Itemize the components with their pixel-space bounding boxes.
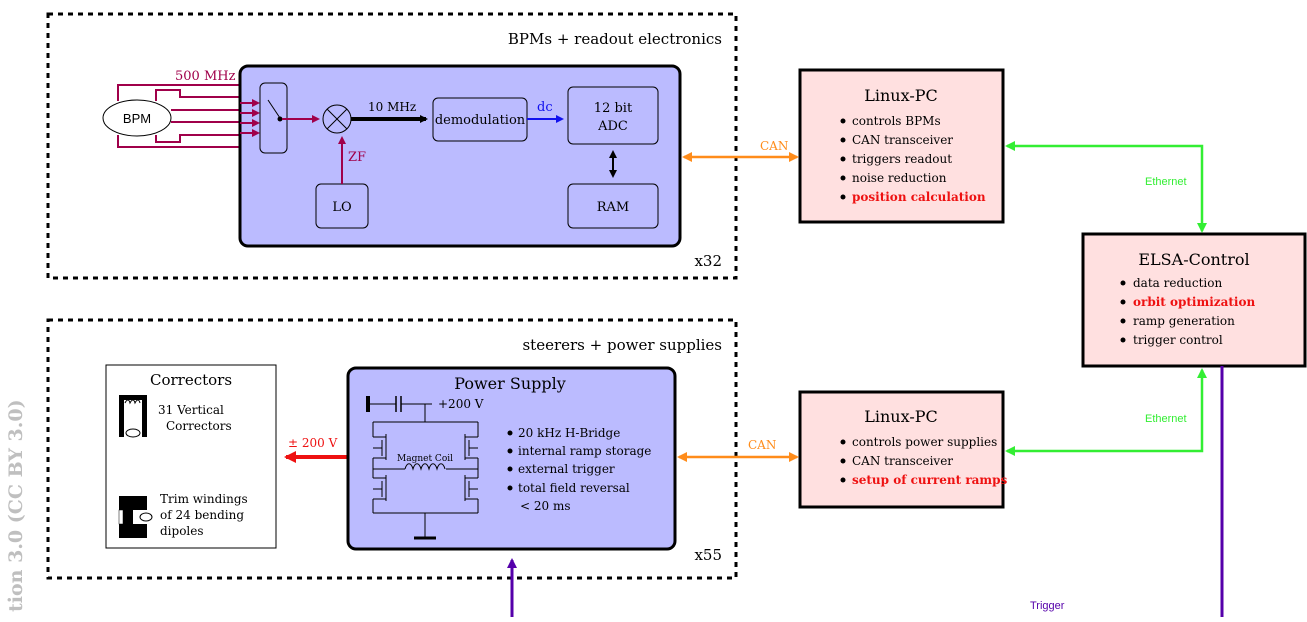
power-supply-features: 20 kHz H-Bridge internal ramp storage ex… (507, 426, 651, 513)
dc-label: dc (537, 100, 553, 115)
vertical-correctors-line1: 31 Vertical (158, 403, 224, 417)
power-supply-module (346, 366, 677, 551)
ram-label: RAM (597, 200, 630, 215)
steerer-group-title: steerers + power supplies (522, 336, 722, 354)
can-label-bottom: CAN (748, 438, 776, 452)
zf-label: ZF (348, 150, 366, 165)
ethernet-label-bottom: Ethernet (1145, 413, 1187, 425)
elsa-control-box (1081, 232, 1307, 368)
trigger-label: Trigger (1030, 600, 1065, 612)
linux-pc-ps-box (798, 390, 1005, 509)
can-label-top: CAN (760, 139, 788, 153)
adc-label-line1: 12 bit (594, 101, 633, 116)
bpm-label: BPM (123, 111, 151, 126)
steerer-group-border (46, 318, 738, 580)
ps-feature-4: total field reversal (518, 481, 630, 495)
linux-pc-bpm-item-2: CAN transceiver (852, 133, 953, 147)
linux-pc-bpm-box (798, 68, 1005, 224)
elsa-item-1: data reduction (1133, 276, 1222, 290)
rf-frequency-label: 500 MHz (175, 69, 236, 84)
bpm-group-border (46, 12, 738, 280)
elsa-item-3: trigger control (1133, 333, 1223, 347)
bpm-rf-cables (117, 84, 245, 148)
ethernet-label-top: Ethernet (1145, 176, 1187, 188)
trim-windings-line3: dipoles (160, 524, 204, 538)
ethernet-link-top (1005, 141, 1207, 233)
linux-pc-bpm-highlight: position calculation (852, 190, 986, 204)
elsa-control-title: ELSA-Control (1138, 250, 1249, 269)
linux-pc-bpm-item-3: triggers readout (852, 152, 952, 166)
mixer (322, 104, 352, 134)
trim-windings-line2: of 24 bending (160, 508, 244, 522)
elsa-highlight: orbit optimization (1133, 295, 1255, 309)
magnet-coil-label: Magnet Coil (397, 454, 453, 464)
demodulation-label: demodulation (435, 113, 526, 128)
ps-feature-2: internal ramp storage (518, 444, 651, 458)
linux-pc-ps-item-1: controls power supplies (852, 435, 997, 449)
output-voltage-label: ± 200 V (288, 436, 338, 450)
correctors-title: Correctors (150, 371, 232, 389)
linux-pc-ps-highlight: setup of current ramps (852, 473, 1008, 487)
bpm-group-title: BPMs + readout electronics (508, 30, 722, 48)
ram-block (567, 183, 659, 229)
adc-label-line2: ADC (597, 119, 628, 134)
vertical-corrector-icon (119, 395, 147, 438)
ethernet-link-bottom (1005, 368, 1207, 456)
bpm-sensor (102, 99, 172, 137)
linux-pc-bpm-item-1: controls BPMs (852, 114, 941, 128)
ps-feature-3: external trigger (518, 462, 615, 476)
trim-windings-line1: Trim windings (160, 492, 248, 506)
linux-pc-bpm-item-4: noise reduction (852, 171, 947, 185)
lo-label: LO (332, 200, 351, 215)
trim-winding-icon (118, 496, 153, 538)
bpm-group-multiplier: x32 (694, 252, 722, 270)
ps-feature-1: 20 kHz H-Bridge (518, 426, 620, 440)
license-watermark: tion 3.0 (CC BY 3.0) (5, 399, 27, 612)
vertical-correctors-line2: Correctors (166, 419, 232, 433)
linux-pc-ps-item-2: CAN transceiver (852, 454, 953, 468)
rf-input-arrows (240, 99, 260, 137)
h-bridge-circuit (372, 404, 479, 540)
elsa-item-2: ramp generation (1133, 314, 1235, 328)
supply-voltage-label: +200 V (438, 397, 484, 411)
steerer-group-multiplier: x55 (694, 546, 722, 564)
linux-pc-bpm-title: Linux-PC (864, 86, 938, 105)
capacitor-icon (366, 396, 432, 412)
adc-block (567, 86, 659, 145)
if-frequency-label: 10 MHz (368, 100, 416, 114)
linux-pc-ps-title: Linux-PC (864, 407, 938, 426)
ps-reversal-time: < 20 ms (520, 499, 571, 513)
power-supply-title: Power Supply (454, 374, 566, 393)
